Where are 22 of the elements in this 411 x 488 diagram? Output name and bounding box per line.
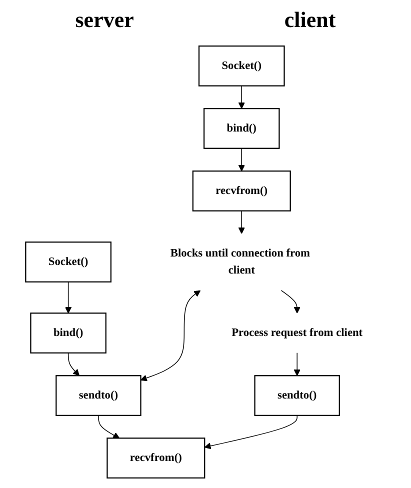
node-box: Socket() bbox=[198, 46, 285, 86]
arrow bbox=[238, 148, 245, 172]
column-heading: client bbox=[284, 7, 336, 33]
node-box: recvfrom() bbox=[106, 438, 206, 478]
column-heading: server bbox=[75, 7, 134, 33]
node-box: Socket() bbox=[25, 242, 112, 282]
node-box: bind() bbox=[30, 312, 106, 354]
arrow bbox=[238, 85, 245, 109]
arrow bbox=[294, 352, 300, 376]
arrow bbox=[280, 290, 300, 314]
node-box: recvfrom() bbox=[192, 170, 291, 212]
arrow bbox=[68, 352, 80, 376]
node-text: Blocks until connection from client bbox=[170, 247, 310, 276]
arrow bbox=[64, 282, 72, 314]
arrow bbox=[238, 210, 245, 234]
arrow bbox=[204, 415, 298, 450]
node-box: sendto() bbox=[254, 375, 340, 416]
arrow bbox=[140, 290, 201, 382]
node-text: Process request from client bbox=[232, 326, 363, 339]
node-box: bind() bbox=[203, 108, 280, 149]
node-box: sendto() bbox=[56, 375, 142, 416]
arrow bbox=[98, 415, 120, 438]
